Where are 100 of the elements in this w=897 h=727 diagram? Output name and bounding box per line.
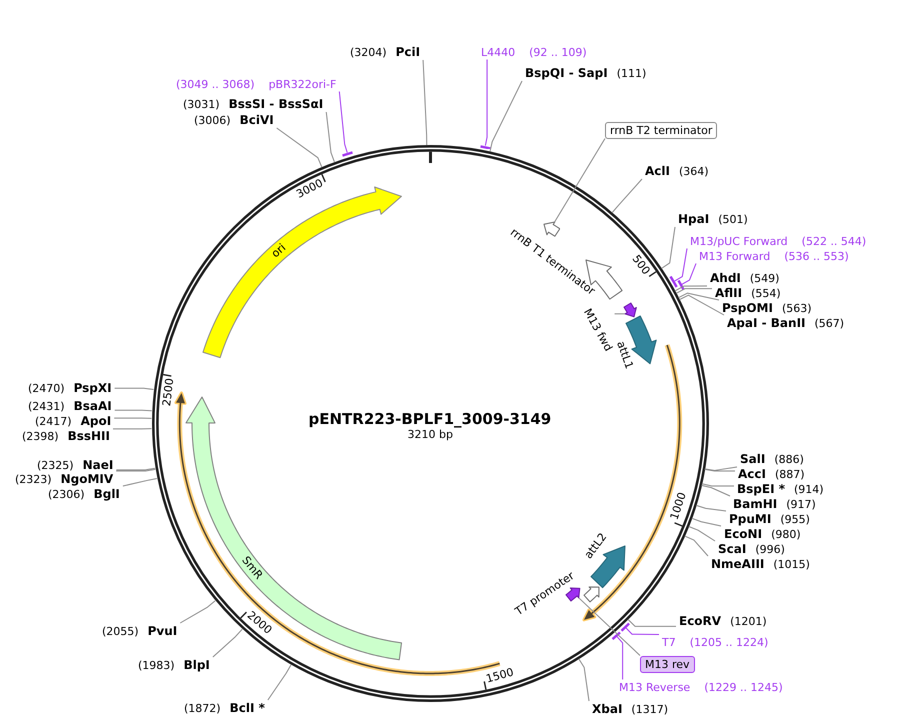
leader-line [674,248,688,282]
leader-line [676,288,712,294]
enzyme-name: ScaI [718,542,746,556]
enzyme-name: BspQI - SapI [525,66,608,80]
enzyme-name: AccI [738,467,766,481]
feature-label: attL1 [613,339,635,370]
site-position: (914) [794,483,824,496]
leader-line [660,226,676,270]
primer-site-mark [341,150,354,157]
feature-tag: rrnB T2 terminator [605,122,718,138]
leader-line [578,658,590,702]
enzyme-name: NmeAIII [711,557,764,571]
leader-line [628,618,676,627]
site-position: (887) [774,468,805,481]
leader-line [180,600,216,624]
site-position: (3204) [350,46,387,59]
enzyme-name: AhdI [710,271,741,285]
primer-range: (3049 .. 3068) [176,78,255,90]
site-position: (2398) [22,430,59,443]
primer-site-mark [669,274,678,288]
enzyme-name: BamHI [733,497,778,511]
leader-line [554,138,606,223]
primer-site-mark [478,144,492,150]
site-position: (501) [718,213,748,226]
primer-site-mark [620,622,630,632]
site-position: (2470) [28,382,65,395]
enzyme-name: PspXI [74,381,112,395]
site-position: (955) [780,513,810,526]
site-position: (2323) [15,473,52,486]
primer-range: (522 .. 544) [802,234,866,248]
site-position: (2306) [48,488,85,501]
leader-line [612,178,642,214]
leader-line [114,418,152,419]
site-position: (2055) [102,625,139,638]
site-position: (1983) [138,659,175,672]
scale-number: 3000 [294,177,325,202]
plasmid-size: 3210 bp [408,428,453,442]
leader-line [674,286,708,292]
enzyme-name: BspEI * [737,482,785,496]
enzyme-name: PciI [396,45,420,59]
leader-line [701,483,734,486]
leader-line [684,536,708,556]
primer-name: M13 Forward [699,250,770,262]
enzyme-name: EcoNI [724,527,762,541]
feature-tag: M13 rev [640,656,695,672]
leader-line [616,636,624,680]
sequence-feature [622,302,638,318]
primer-range: (92 .. 109) [529,46,587,58]
site-position: (1317) [631,703,668,716]
site-position: (2431) [28,400,65,413]
leader-line [114,410,152,412]
enzyme-name: BclI * [230,701,265,715]
site-position: (1015) [773,558,810,571]
leader-line [338,91,348,154]
enzyme-name: AflII [715,286,742,300]
leader-line [691,518,722,526]
leader-line [114,388,154,390]
site-position: (2417) [35,415,72,428]
feature-label: M13 fwd [580,306,615,354]
feature-label: ori [270,242,289,260]
sequence-feature [542,221,560,238]
leader-line [696,504,726,512]
plasmid-name: pENTR223-BPLF1_3009-3149 [308,410,552,428]
site-position: (1201) [730,615,767,628]
leader-line [276,128,322,168]
primer-range: (536 .. 553) [784,250,849,262]
leader-line [267,664,292,700]
enzyme-name: BlpI [184,658,210,672]
primer-name: M13 Reverse [619,680,690,694]
site-position: (980) [771,528,801,541]
enzyme-name: PspOMI [722,301,773,315]
enzyme-name: XbaI [592,702,622,716]
primer-range: (1229 .. 1245) [704,680,783,694]
primer-name: M13/pUC Forward [690,234,788,248]
site-position: (2325) [37,459,74,472]
enzyme-name: HpaI [678,212,710,226]
primer-name: T7 [662,636,676,648]
leader-line [701,484,730,496]
leader-line [112,428,152,430]
leader-line [122,478,158,486]
primer-site-mark [610,630,622,640]
site-position: (554) [751,287,781,300]
enzyme-name: SalI [740,452,766,466]
enzyme-name: EcoRV [679,614,722,628]
leader-line [326,112,335,162]
primer-name: L4440 [481,46,516,58]
site-position: (886) [774,453,804,466]
enzyme-name: PpuMI [729,512,772,526]
leader-line [212,628,243,658]
site-position: (567) [814,317,844,330]
site-position: (364) [678,165,709,178]
enzyme-name: BssSI - BssSαI [228,97,324,111]
primer-name: pBR322ori-F [268,78,336,90]
leader-line [704,466,738,471]
leader-line [422,60,428,146]
leader-line [578,598,640,656]
site-position: (3031) [183,98,220,111]
leader-line [688,526,716,542]
enzyme-name: BssHII [68,429,110,443]
site-position: (549) [750,272,780,285]
